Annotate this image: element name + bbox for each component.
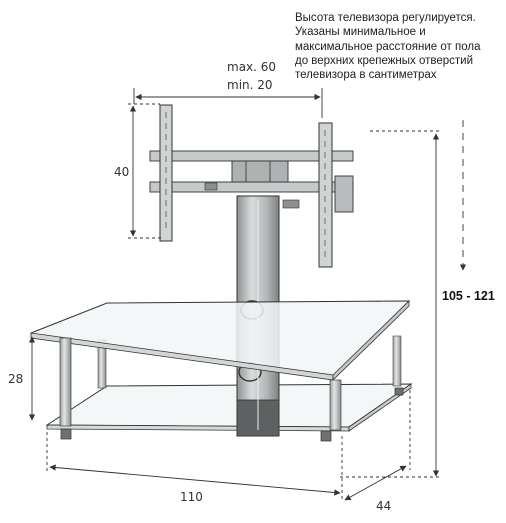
height-adjustment-note: Высота телевизора регулируется. Указаны … [295,11,500,82]
label-vesa-max: max. 60 [227,60,276,74]
bottom-glass-shelf [45,383,413,432]
stand-feet [60,387,404,442]
label-total-height: 105 - 121 [442,289,495,303]
label-shelf-gap: 28 [8,372,23,386]
label-vesa-min: min. 20 [227,78,273,92]
label-depth: 44 [376,499,391,513]
dimension-lines [28,88,467,501]
tv-mount-bracket [149,104,354,268]
note-line-3: максимальное расстояние от пола [295,40,481,53]
front-legs [59,337,342,431]
top-glass-shelf [30,300,411,381]
note-line-4: до верхних крепежных отверстий [295,54,474,67]
note-line-5: телевизора в сантиметрах [295,69,437,82]
note-line-2: Указаны минимальное и [295,26,426,39]
label-width: 110 [180,490,203,504]
label-bracket-height: 40 [114,165,129,179]
note-line-1: Высота телевизора регулируется. [295,12,476,24]
